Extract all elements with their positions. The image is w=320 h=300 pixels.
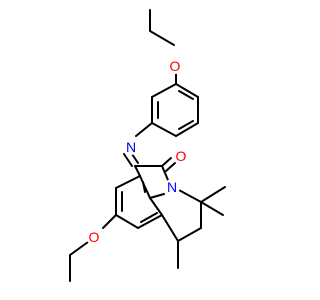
bond-ring-b-3 [115,214,139,229]
atom-oxygen-carbonyl: O [173,148,189,164]
bond-ring-b-inner-2 [140,212,158,223]
atom-oxygen-bottom: O [86,229,102,245]
bond-n-cme2 [176,188,202,203]
bond-o-ch2-bottom [69,241,89,256]
atom-nitrogen-ring-label: N [167,179,177,195]
molecule-structure: O N O N O [69,9,226,282]
atom-labels: O N O N O [86,58,189,245]
bond-ring-b-4 [137,214,163,229]
molecule-canvas: O N O N O [69,9,226,282]
bond-aryl-imine-n [135,122,153,137]
atom-nitrogen-imine: N [123,139,139,155]
bond-imine-double-a [123,153,133,167]
bonds [69,9,226,282]
atom-oxygen-top: O [167,58,183,74]
bond-gem-methyl-1 [200,186,226,203]
bond-ring-a-1 [175,83,199,98]
bond-ring-a-inner-2 [178,120,194,130]
bond-gem-methyl-2 [200,201,224,216]
bond-n-c8b [149,193,165,199]
bond-ethyl-ch2-o-top [149,30,175,46]
atom-oxygen-carbonyl-label: O [176,148,187,164]
bond-aryl-o-bottom [102,214,117,229]
atom-oxygen-top-label: O [170,58,181,74]
bond-c2-n [161,165,169,181]
bond-ch2-chme [177,227,202,242]
bond-ring-b-inner-3 [142,181,146,193]
bond-ring-a-inner-1 [178,90,194,100]
bond-ring-a-6 [151,83,177,98]
bond-ring-a-3 [175,122,199,137]
bond-c8a-c1 [134,165,141,177]
bond-ring-b-5 [149,197,163,216]
bond-carbonyl-a [161,157,172,167]
atom-nitrogen-ring: N [164,179,180,195]
bond-chme-ring [161,214,179,242]
bond-carbonyl-b [165,162,176,172]
bond-ring-b-1 [115,175,141,189]
atom-oxygen-bottom-label: O [89,229,100,245]
bond-ring-a-4 [151,122,177,137]
atom-nitrogen-imine-label: N [126,139,136,155]
